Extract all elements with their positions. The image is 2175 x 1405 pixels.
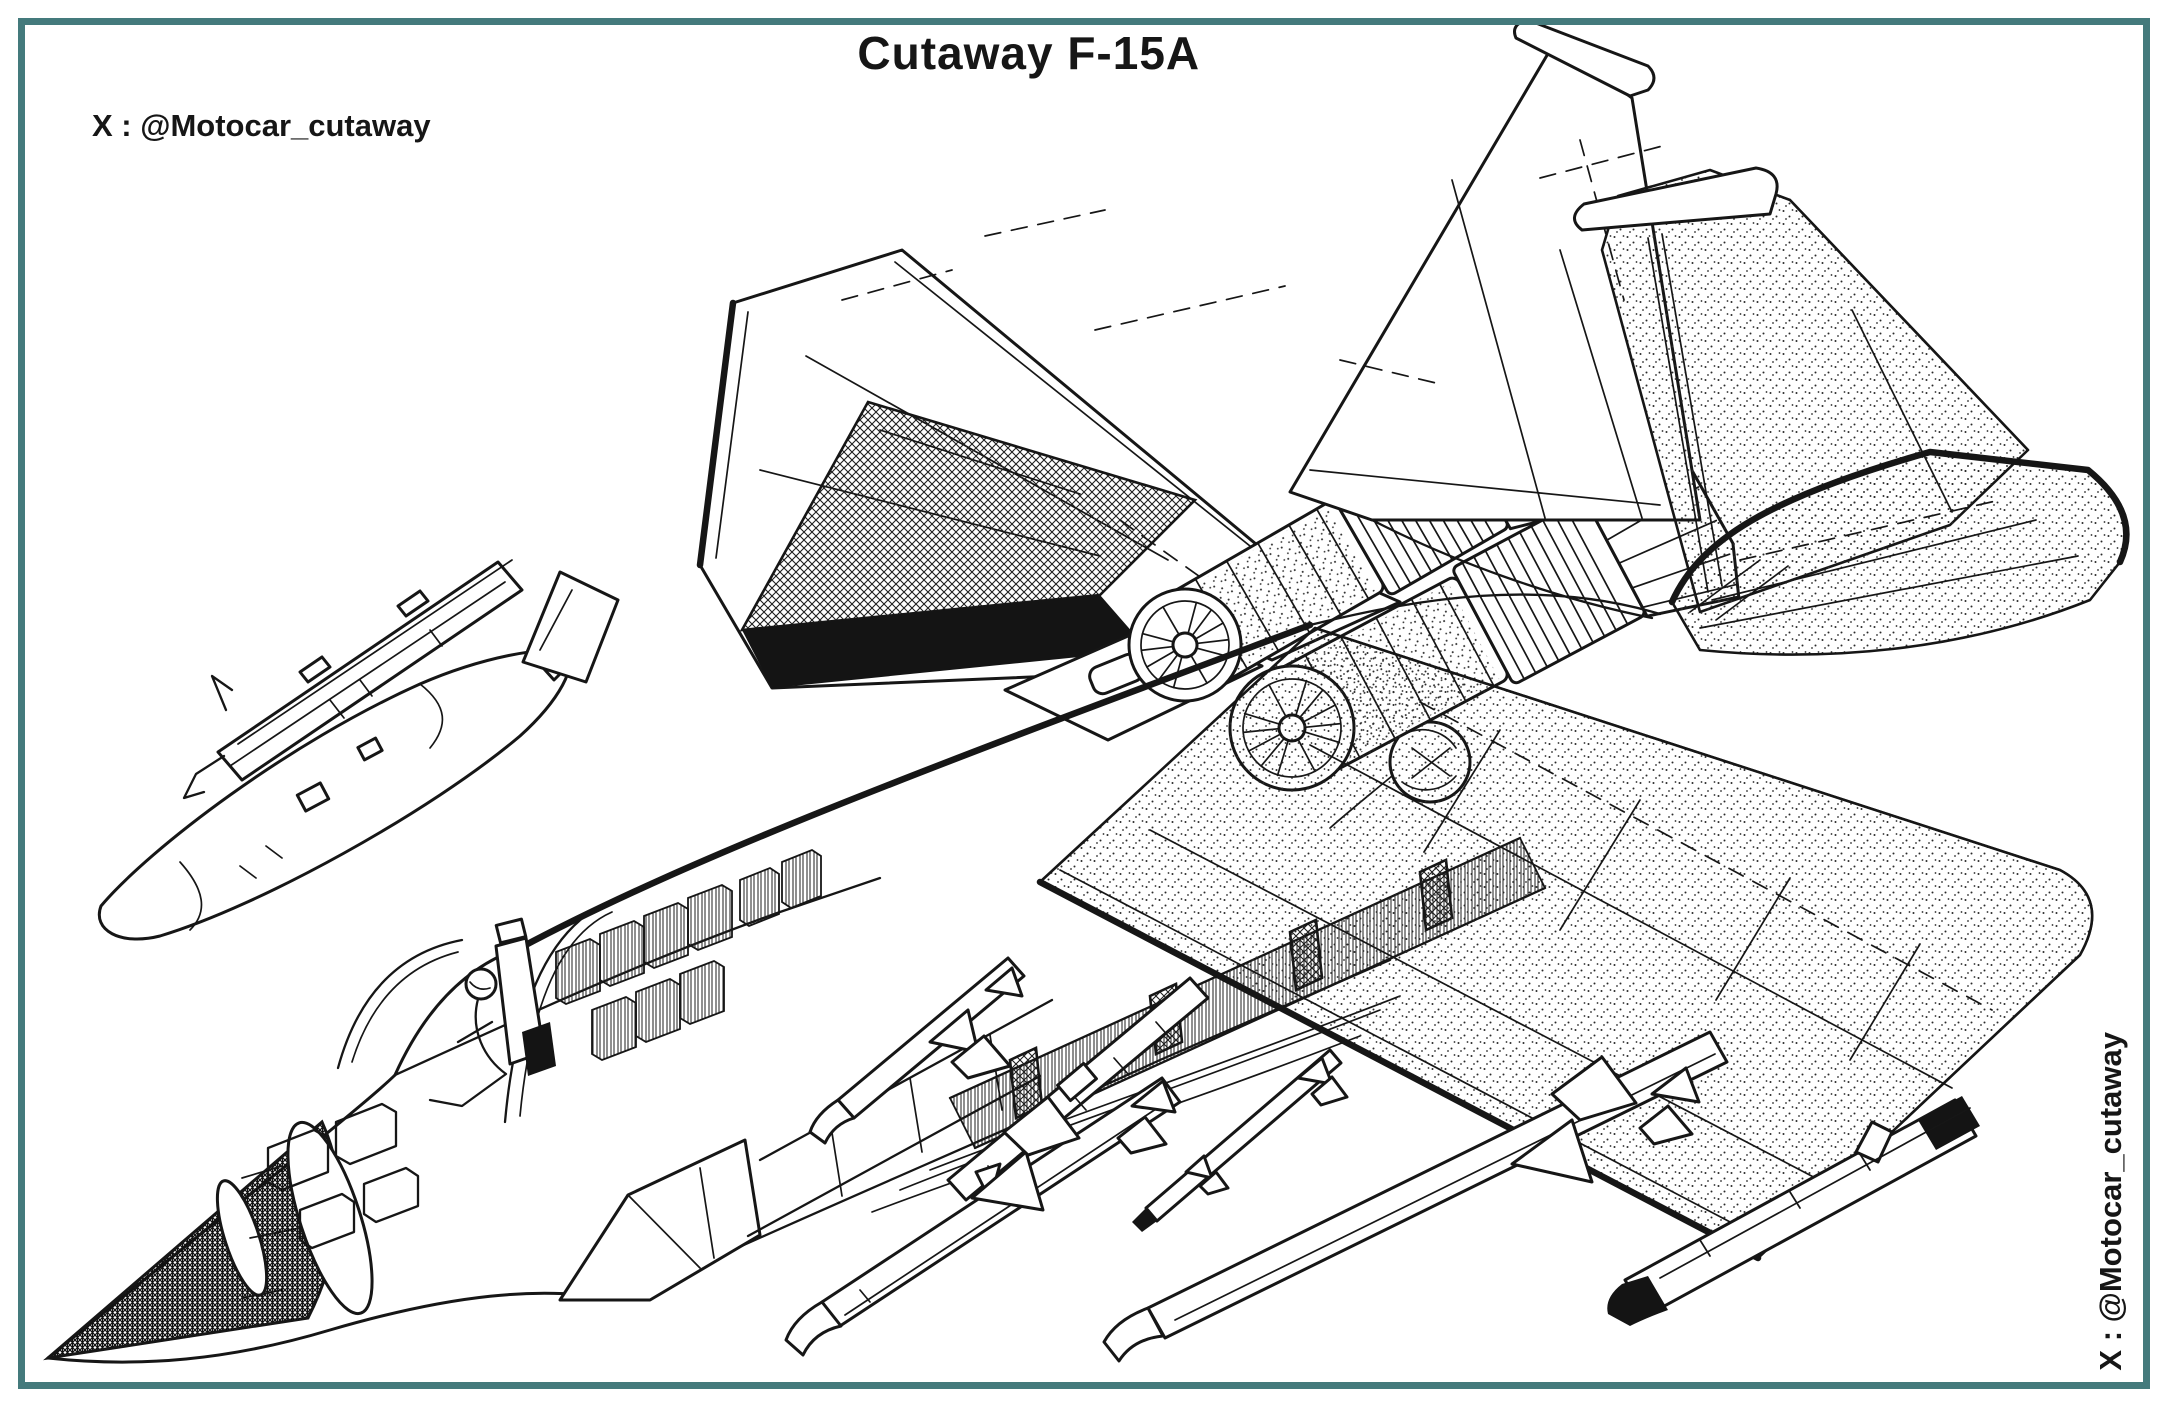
dorsal-spine	[516, 621, 1314, 952]
right-stabilator	[1668, 448, 2130, 656]
tail-fin	[1310, 1075, 1349, 1107]
missile-wing	[1002, 1095, 1081, 1157]
missile-nose	[808, 1098, 856, 1145]
dark-avionics-box	[522, 1022, 556, 1076]
wing-shadow-band	[742, 595, 1148, 688]
missile-rail-black-tips	[1607, 1096, 1980, 1326]
sparrow-missile-center	[784, 1076, 1182, 1357]
nose-avionics-boxes	[266, 1102, 420, 1250]
headrest	[494, 917, 528, 945]
missile-launch-rail-cutaway	[946, 976, 1210, 1202]
fin-tip-pod	[1513, 18, 1656, 98]
fin-tip-pod	[1573, 166, 1779, 232]
left-wing	[696, 248, 1347, 690]
right-wing	[1036, 626, 2094, 1262]
sparrow-missile-fuselage	[808, 956, 1026, 1145]
missile-wing	[970, 1150, 1045, 1212]
left-stabilator-tip	[521, 570, 620, 684]
missile-wing	[1550, 1055, 1638, 1122]
canopy-bow-front	[336, 938, 464, 1070]
missile-nose	[784, 1300, 843, 1357]
pilot-helmet	[464, 967, 498, 1001]
weapons	[784, 956, 1980, 1363]
intake-duct	[558, 998, 1054, 1302]
forward-fuselage	[43, 621, 1392, 1364]
rail-nose-cap	[1607, 1276, 1668, 1326]
rack-lug	[396, 589, 430, 618]
missile-tail-fin	[984, 966, 1024, 998]
seeker-tip	[1132, 1208, 1157, 1232]
avionics-bay-boxes	[522, 848, 822, 1076]
missile-tail-fin	[1650, 1066, 1701, 1104]
watermark-top-left: X : @Motocar_cutaway	[92, 108, 431, 143]
watermark-bottom-right: X : @Motocar_cutaway	[2093, 1032, 2128, 1371]
tail-fin	[1296, 1056, 1334, 1086]
missile-tail-fin	[1638, 1104, 1694, 1146]
sparrow-missile-right	[1102, 1030, 1729, 1363]
rail-fin	[1854, 1120, 1894, 1164]
missile-tail-fin	[1130, 1079, 1177, 1114]
page-title: Cutaway F-15A	[857, 27, 1201, 79]
leader-lines	[984, 143, 1671, 331]
canard-fin	[1184, 1154, 1214, 1180]
missile-wing	[928, 1008, 980, 1054]
missile-wing	[1510, 1118, 1594, 1184]
external-fuel-tank-group	[97, 559, 586, 941]
missile-tail-fin	[1116, 1115, 1168, 1155]
sidewinder-missile	[1132, 1048, 1349, 1232]
pylon-rack	[182, 559, 524, 800]
missile-nose	[1102, 1306, 1165, 1363]
missile-wing	[950, 1034, 1012, 1080]
tank-access-panel	[295, 781, 331, 813]
tank-access-panel	[356, 736, 384, 762]
radar-bulkhead	[286, 1120, 374, 1316]
pilot-figure	[428, 917, 546, 1108]
canard-fin	[1198, 1170, 1230, 1196]
rack-lug	[298, 655, 332, 684]
rail-tail-cap	[1918, 1096, 1980, 1150]
canopy-bow-rear	[503, 896, 620, 1124]
